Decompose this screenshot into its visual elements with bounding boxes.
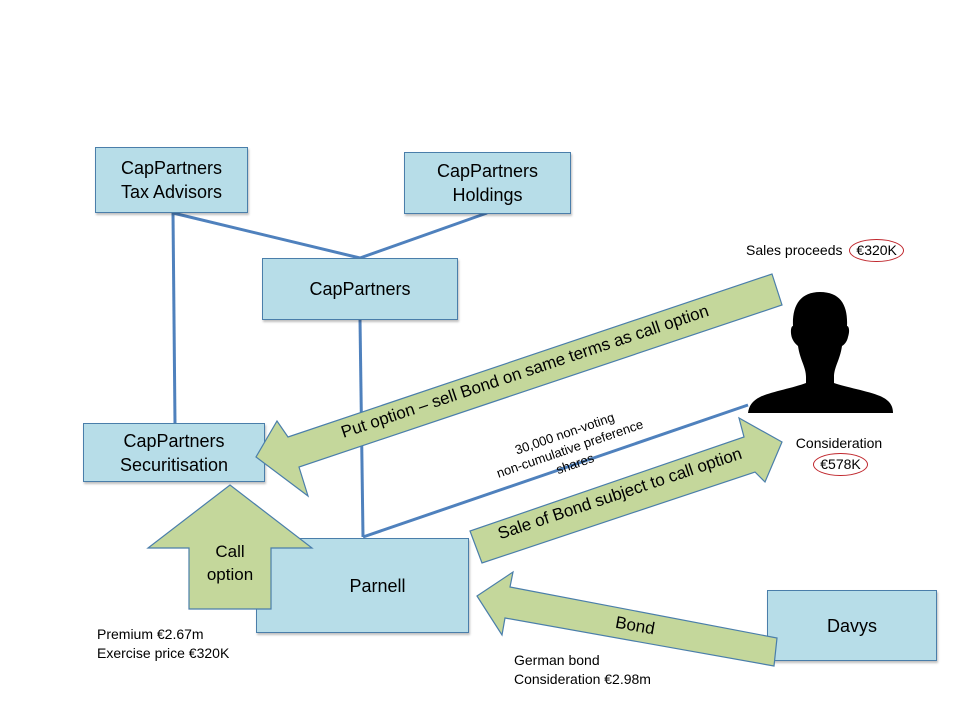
put-option-arrow[interactable] (255, 273, 783, 498)
cappartners-securitisation-box[interactable]: CapPartners Securitisation (83, 423, 265, 482)
sales-proceeds-annotation: Sales proceeds €320K (746, 239, 904, 262)
parnell-box[interactable]: Parnell (256, 538, 469, 633)
box-label: Parnell (349, 575, 406, 596)
box-label-line2: Tax Advisors (120, 182, 223, 202)
call-option-label-line2: option (206, 565, 254, 584)
connector-taxadvisors-cappartners (172, 211, 361, 260)
german-bond-text: German bond (514, 652, 600, 668)
person-silhouette-icon (748, 292, 893, 413)
connector-holdings-cappartners (359, 211, 488, 260)
davys-box[interactable]: Davys (767, 590, 937, 661)
box-label-line1: CapPartners (120, 158, 223, 178)
box-label: CapPartners (309, 279, 411, 299)
call-option-label: Call option (189, 540, 271, 586)
call-option-terms-annotation: Premium €2.67m Exercise price €320K (97, 625, 229, 663)
sale-of-bond-arrow[interactable] (469, 416, 783, 564)
consideration-value: €578K (813, 453, 868, 476)
sales-proceeds-value: €320K (849, 239, 904, 262)
exercise-price-text: Exercise price €320K (97, 645, 230, 661)
consideration-label: Consideration (795, 435, 883, 451)
sales-proceeds-label: Sales proceeds (746, 242, 843, 258)
connector-parnell-individual (362, 403, 749, 539)
box-label-line2: Holdings (452, 185, 523, 205)
box-label-line1: CapPartners (123, 430, 225, 451)
connector-taxadvisors-securitisation (171, 212, 177, 425)
call-option-arrow[interactable] (146, 484, 314, 610)
bond-consideration-text: Consideration €2.98m (514, 671, 651, 687)
cappartners-holdings-box[interactable]: CapPartners Holdings (404, 152, 571, 214)
german-bond-annotation: German bond Consideration €2.98m (514, 651, 651, 689)
call-option-label-line1: Call (215, 542, 245, 561)
cappartners-tax-advisors-box[interactable]: CapPartners Tax Advisors (95, 147, 248, 213)
box-label-line2: Securitisation (119, 454, 229, 475)
cappartners-box[interactable]: CapPartners (262, 258, 458, 320)
bond-arrow[interactable] (476, 570, 778, 667)
box-label: Davys (826, 615, 877, 636)
premium-text: Premium €2.67m (97, 626, 204, 642)
consideration-annotation: Consideration €578K (785, 434, 893, 476)
box-label-line1: CapPartners (436, 161, 539, 181)
